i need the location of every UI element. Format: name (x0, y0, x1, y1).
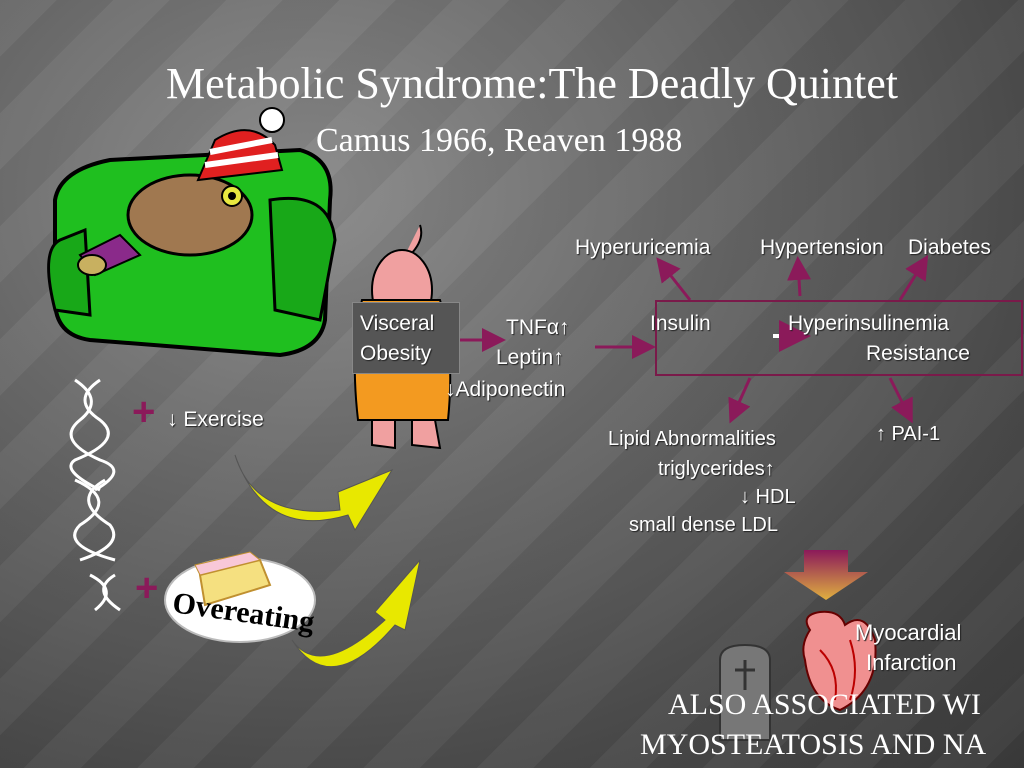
plus-icon: + (132, 390, 156, 434)
also-associated-line-2: MYOSTEATOSIS AND NA (640, 728, 987, 761)
exercise-label: ↓ Exercise (167, 408, 264, 431)
triglycerides-label: triglycerides↑ (658, 458, 775, 480)
tnf-label: TNFα↑ (506, 316, 570, 339)
cake-icon (164, 551, 316, 643)
also-associated-line-1: ALSO ASSOCIATED WI (668, 688, 981, 721)
hyperuricemia-label: Hyperuricemia (575, 236, 711, 259)
couch-potato-icon (47, 107, 337, 358)
page-subtitle: Camus 1966, Reaven 1988 (316, 122, 683, 159)
pai-label: ↑ PAI-1 (876, 423, 941, 445)
dna-strand-icon (69, 378, 121, 612)
plus-icon-2: + (135, 566, 159, 610)
insulin-resistance-box (655, 300, 1023, 376)
lipid-label: Lipid Abnormalities (608, 428, 776, 450)
adiponectin-label: ↓Adiponectin (445, 378, 566, 401)
diabetes-label: Diabetes (908, 236, 991, 259)
resistance-label: Resistance (866, 342, 970, 365)
obesity-label: Obesity (360, 342, 432, 365)
hyperinsulinemia-label: Hyperinsulinemia (788, 312, 950, 335)
hypertension-label: Hypertension (760, 236, 884, 259)
down-arrow-icon (784, 550, 868, 600)
page-title: Metabolic Syndrome:The Deadly Quintet (166, 59, 898, 108)
heart-icon (802, 610, 877, 712)
insulin-label: Insulin (650, 312, 711, 335)
yellow-arrow-icon (234, 454, 421, 668)
tombstone-icon (719, 643, 771, 741)
hdl-label: ↓ HDL (740, 486, 796, 508)
pathway-arrows (458, 254, 929, 424)
ldl-label: small dense LDL (629, 514, 778, 536)
infarction-label: Infarction (866, 650, 957, 675)
myocardial-label: Myocardial (855, 620, 962, 645)
visceral-label: Visceral (360, 312, 435, 335)
visceral-obesity-label-bg (352, 302, 460, 374)
leptin-label: Leptin↑ (496, 346, 564, 369)
